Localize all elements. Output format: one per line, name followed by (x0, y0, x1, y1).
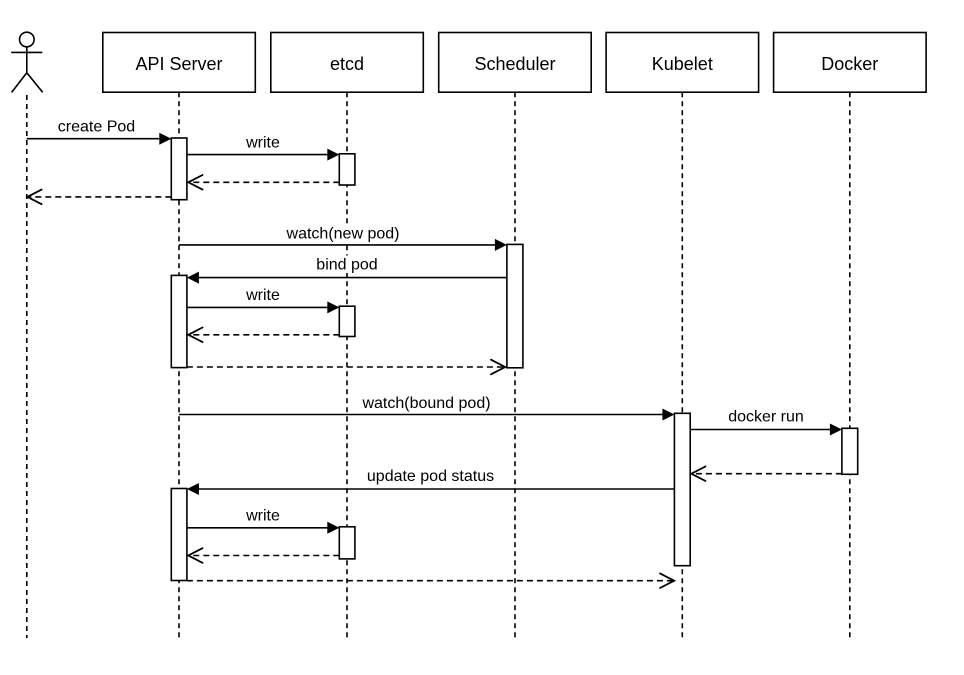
svg-text:write: write (245, 135, 280, 152)
svg-text:bind pod: bind pod (316, 257, 377, 274)
svg-text:write: write (245, 287, 280, 304)
svg-text:docker run: docker run (728, 408, 804, 425)
svg-text:Kubelet: Kubelet (652, 54, 713, 74)
svg-text:Docker: Docker (821, 54, 878, 74)
svg-text:update pod status: update pod status (367, 468, 494, 485)
svg-text:API Server: API Server (135, 54, 222, 74)
svg-text:Scheduler: Scheduler (474, 54, 555, 74)
svg-text:etcd: etcd (330, 54, 364, 74)
svg-text:watch(bound pod): watch(bound pod) (361, 395, 490, 412)
svg-text:write: write (245, 508, 280, 525)
svg-text:create Pod: create Pod (58, 119, 135, 136)
svg-text:watch(new pod): watch(new pod) (286, 226, 400, 243)
